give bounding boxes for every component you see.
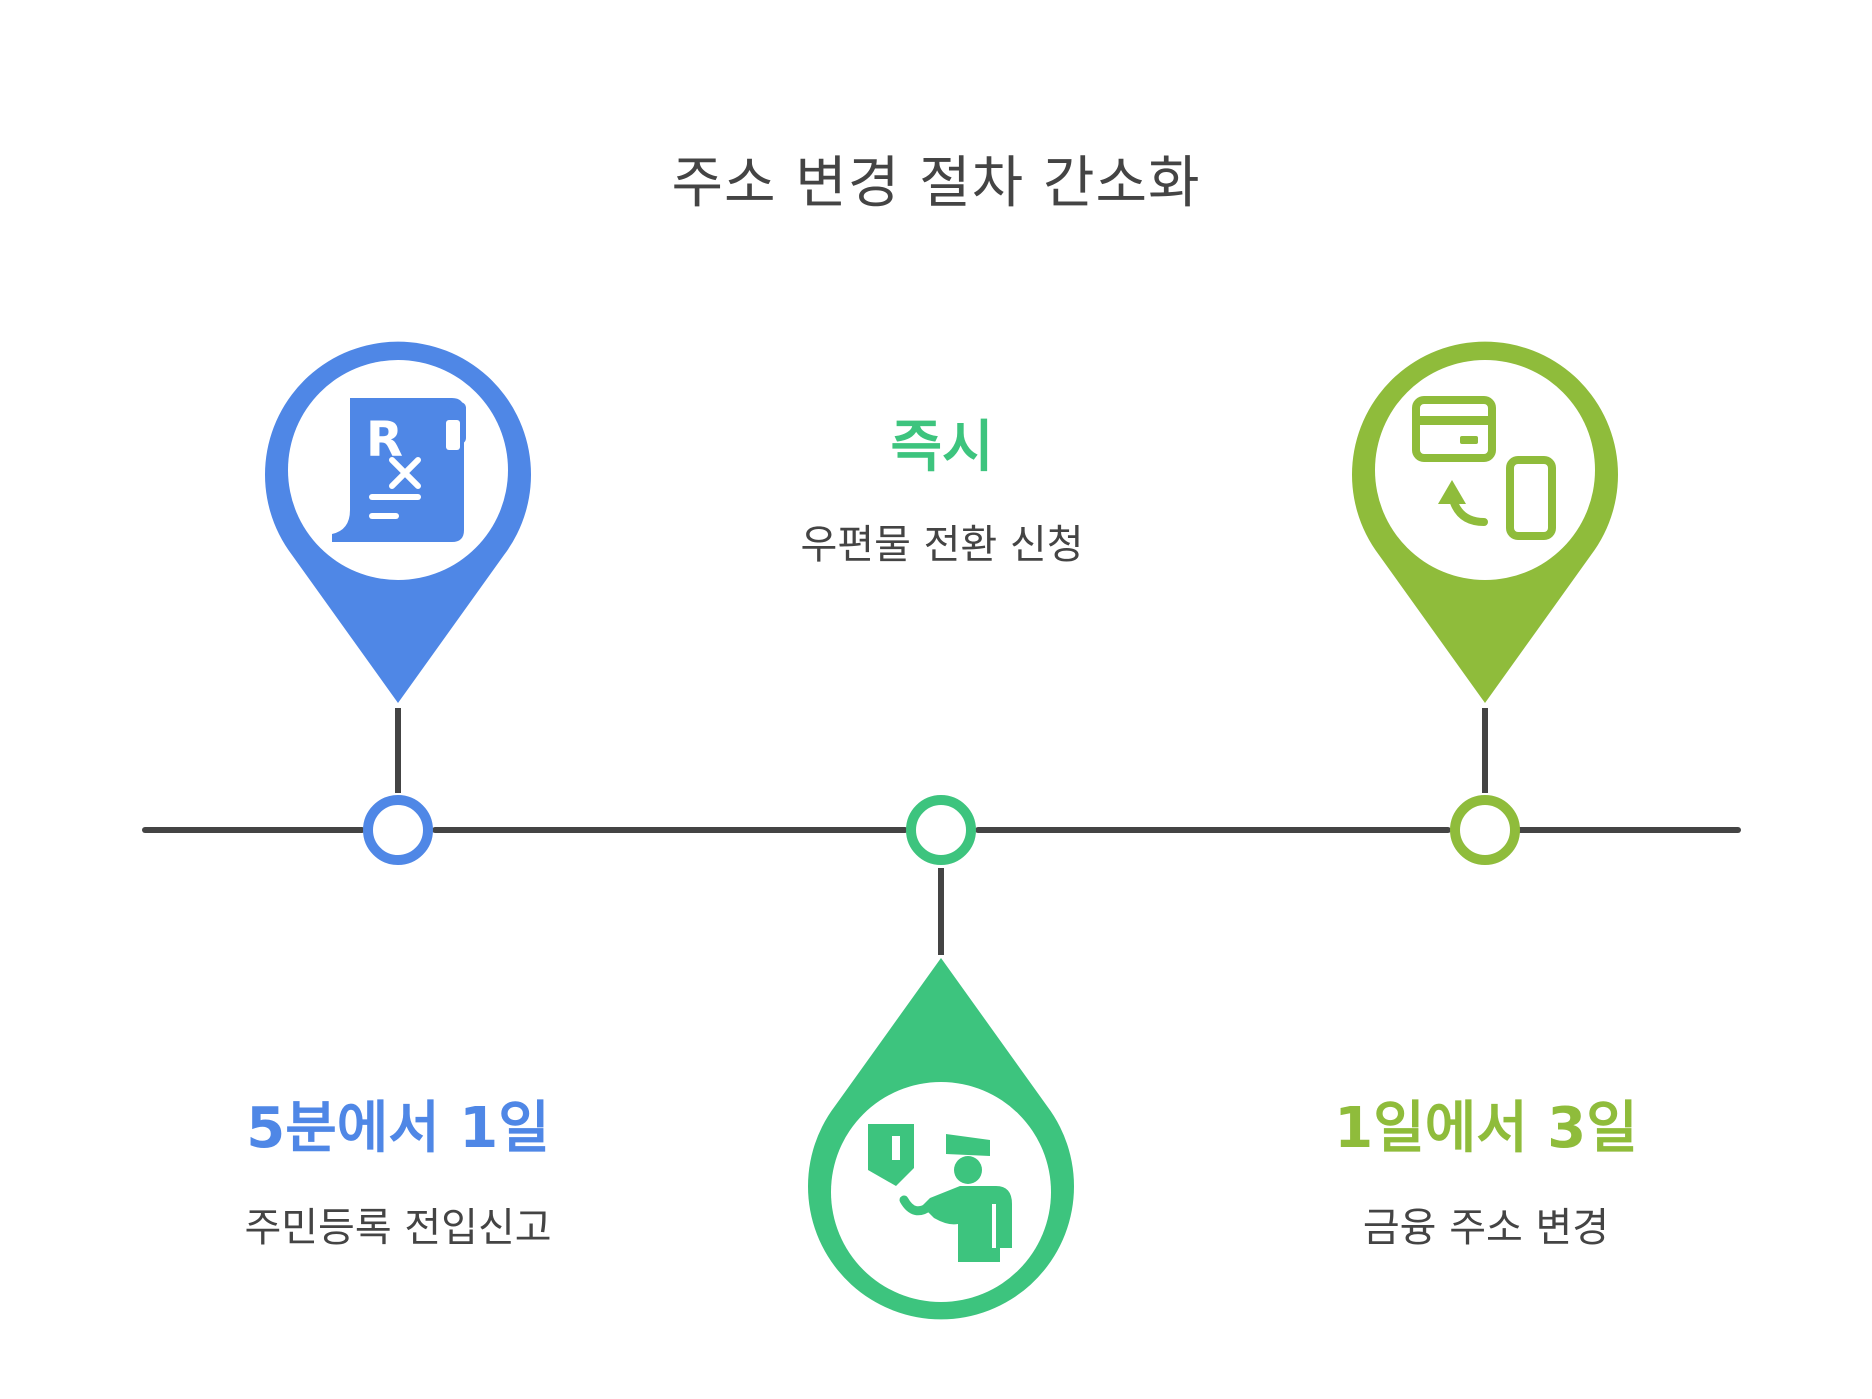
timeline-node-2	[906, 795, 976, 865]
milestone-2-headline: 즉시	[890, 415, 994, 480]
card-to-phone-icon	[1412, 396, 1556, 540]
map-pin-2	[808, 958, 1075, 1320]
diagram-title: 주소 변경 절차 간소화	[671, 151, 1201, 216]
mail-carrier-icon	[868, 1124, 1012, 1262]
prescription-document-icon: R	[332, 398, 466, 542]
timeline-node-1	[363, 795, 433, 865]
milestone-3-label: 금융 주소 변경	[1362, 1205, 1610, 1251]
milestone-3-headline: 1일에서 3일	[1334, 1096, 1638, 1161]
milestone-2-label: 우편물 전환 신청	[800, 522, 1084, 568]
timeline-node-3	[1450, 795, 1520, 865]
svg-text:R: R	[366, 412, 403, 468]
milestone-1-headline: 5분에서 1일	[246, 1096, 550, 1161]
milestone-1-label: 주민등록 전입신고	[244, 1205, 552, 1251]
timeline-connectors	[395, 708, 1488, 955]
